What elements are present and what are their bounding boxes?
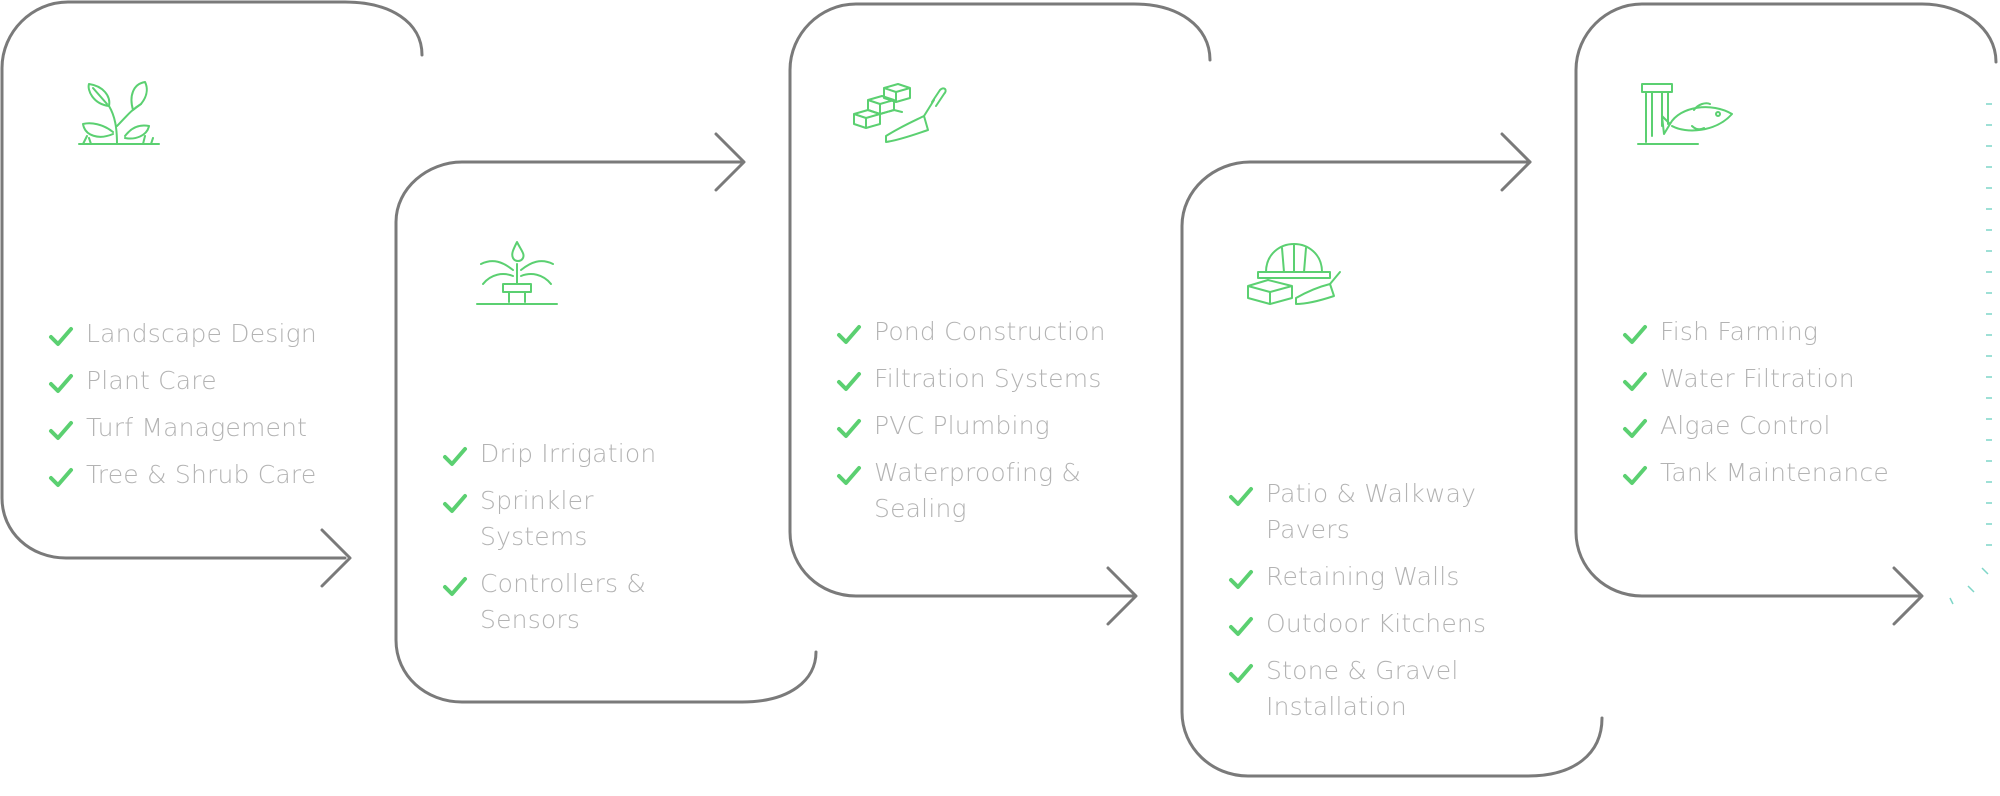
- service-item: Retaining Walls: [1228, 559, 1498, 595]
- fish-tank-icon: [1637, 83, 1733, 145]
- arrow-3: [1106, 566, 1138, 626]
- checkmark-icon: [49, 421, 73, 440]
- checkmark-icon: [443, 577, 467, 596]
- checkmark-icon: [837, 466, 861, 485]
- plant-sprout-icon: [78, 81, 160, 145]
- service-item-label: Retaining Walls: [1266, 562, 1460, 591]
- service-item-label: Filtration Systems: [874, 364, 1102, 393]
- service-item-label: Fish Farming: [1660, 317, 1819, 346]
- service-item-label: Waterproofing & Sealing: [874, 458, 1082, 523]
- service-item: Pond Construction: [836, 314, 1106, 350]
- checkmark-icon: [49, 327, 73, 346]
- service-item: PVC Plumbing: [836, 408, 1106, 444]
- checkmark-icon: [1623, 325, 1647, 344]
- service-item-label: Tank Maintenance: [1660, 458, 1889, 487]
- checkmark-icon: [49, 468, 73, 487]
- service-item: Drip Irrigation: [442, 436, 702, 472]
- service-item-label: Turf Management: [86, 413, 308, 442]
- checkmark-icon: [49, 374, 73, 393]
- card-4-outline: [1180, 160, 1604, 778]
- checkmark-icon: [443, 494, 467, 513]
- card-1-outline: [0, 0, 424, 560]
- service-item: Fish Farming: [1622, 314, 1922, 350]
- service-item: Water Filtration: [1622, 361, 1922, 397]
- checkmark-icon: [837, 325, 861, 344]
- checkmark-icon: [1229, 487, 1253, 506]
- service-item: Sprinkler Systems: [442, 483, 702, 555]
- service-item-label: Sprinkler Systems: [480, 486, 594, 551]
- service-item: Controllers & Sensors: [442, 566, 702, 638]
- service-item-label: Controllers & Sensors: [480, 569, 647, 634]
- card-2-outline: [394, 160, 818, 704]
- service-item-label: Plant Care: [86, 366, 217, 395]
- service-item-label: Landscape Design: [86, 319, 317, 348]
- checkmark-icon: [1623, 372, 1647, 391]
- checkmark-icon: [1623, 419, 1647, 438]
- service-item-label: Stone & Gravel Installation: [1266, 656, 1459, 721]
- service-item-label: Water Filtration: [1660, 364, 1855, 393]
- checkmark-icon: [1623, 466, 1647, 485]
- sprinkler-icon: [476, 241, 558, 305]
- service-item: Patio & Walkway Pavers: [1228, 476, 1498, 548]
- service-item: Algae Control: [1622, 408, 1922, 444]
- service-item: Waterproofing & Sealing: [836, 455, 1106, 527]
- arrow-4: [1500, 132, 1532, 192]
- checkmark-icon: [1229, 617, 1253, 636]
- service-item-label: Outdoor Kitchens: [1266, 609, 1487, 638]
- service-item: Stone & Gravel Installation: [1228, 653, 1498, 725]
- service-item: Landscape Design: [48, 316, 317, 352]
- service-item: Turf Management: [48, 410, 317, 446]
- checkmark-icon: [837, 419, 861, 438]
- service-item: Tank Maintenance: [1622, 455, 1922, 491]
- service-item-label: Drip Irrigation: [480, 439, 657, 468]
- service-item: Tree & Shrub Care: [48, 457, 317, 493]
- service-item-label: Patio & Walkway Pavers: [1266, 479, 1477, 544]
- card-5-outline: [1574, 2, 1998, 598]
- card-3-outline: [788, 2, 1212, 598]
- service-item: Plant Care: [48, 363, 317, 399]
- checkmark-icon: [1229, 664, 1253, 683]
- service-item: Outdoor Kitchens: [1228, 606, 1498, 642]
- arrow-2: [714, 132, 746, 192]
- arrow-1: [320, 528, 352, 588]
- arrow-5: [1892, 566, 1924, 626]
- service-item-label: Pond Construction: [874, 317, 1106, 346]
- service-item-label: Tree & Shrub Care: [86, 460, 317, 489]
- checkmark-icon: [1229, 570, 1253, 589]
- hardhat-bricks-icon: [1247, 243, 1341, 305]
- service-item-label: PVC Plumbing: [874, 411, 1050, 440]
- service-item: Filtration Systems: [836, 361, 1106, 397]
- dashed-guide: [1949, 103, 1992, 605]
- service-item-label: Algae Control: [1660, 411, 1831, 440]
- checkmark-icon: [837, 372, 861, 391]
- bricks-trowel-icon: [853, 83, 947, 143]
- checkmark-icon: [443, 447, 467, 466]
